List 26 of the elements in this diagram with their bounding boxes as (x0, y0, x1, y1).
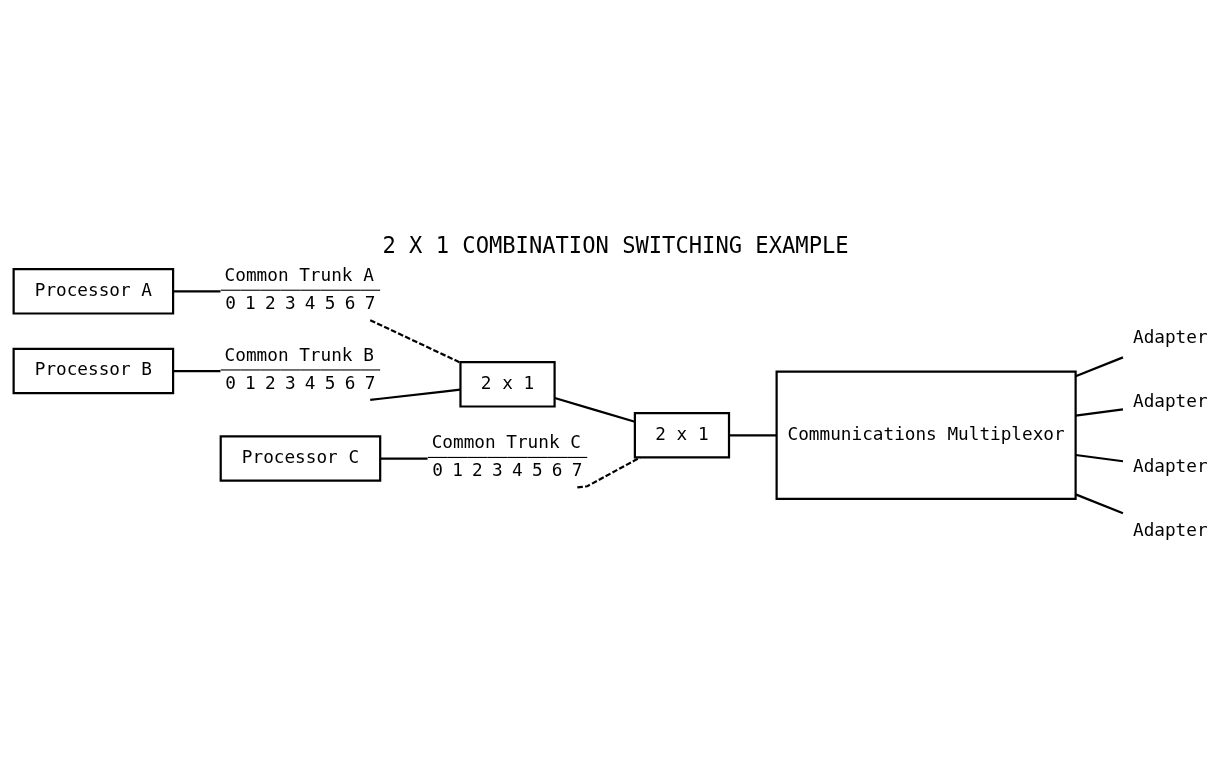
connector (1075, 453, 1124, 462)
node-text: Adapter (1132, 326, 1208, 347)
connector (173, 289, 221, 292)
node-text: Common Trunk B 0 1 2 3 4 5 6 7 (224, 344, 376, 393)
connector (1075, 407, 1124, 417)
connector (1075, 492, 1124, 514)
connector (1075, 355, 1124, 377)
diagram-title: 2 X 1 COMBINATION SWITCHING EXAMPLE (382, 231, 849, 258)
node-text: Adapter (1132, 390, 1208, 411)
node-box: Processor A (12, 267, 175, 315)
node-text: Adapter (1132, 519, 1208, 540)
connector (380, 456, 428, 460)
node-box: Processor C (219, 434, 382, 482)
connector (370, 388, 461, 401)
node-text: Adapter (1132, 455, 1208, 476)
connector (554, 396, 636, 423)
node-box: 2 x 1 (633, 411, 731, 459)
connector (173, 369, 221, 372)
node-text: Common Trunk C 0 1 2 3 4 5 6 7 (431, 431, 583, 480)
node-box: Processor B (12, 347, 175, 394)
node-text: Common Trunk A 0 1 2 3 4 5 6 7 (224, 264, 376, 313)
connector (577, 456, 641, 488)
connector (729, 433, 777, 436)
node-box: Communications Multiplexor (775, 370, 1077, 500)
connector (369, 318, 461, 364)
node-box: 2 x 1 (459, 360, 556, 408)
